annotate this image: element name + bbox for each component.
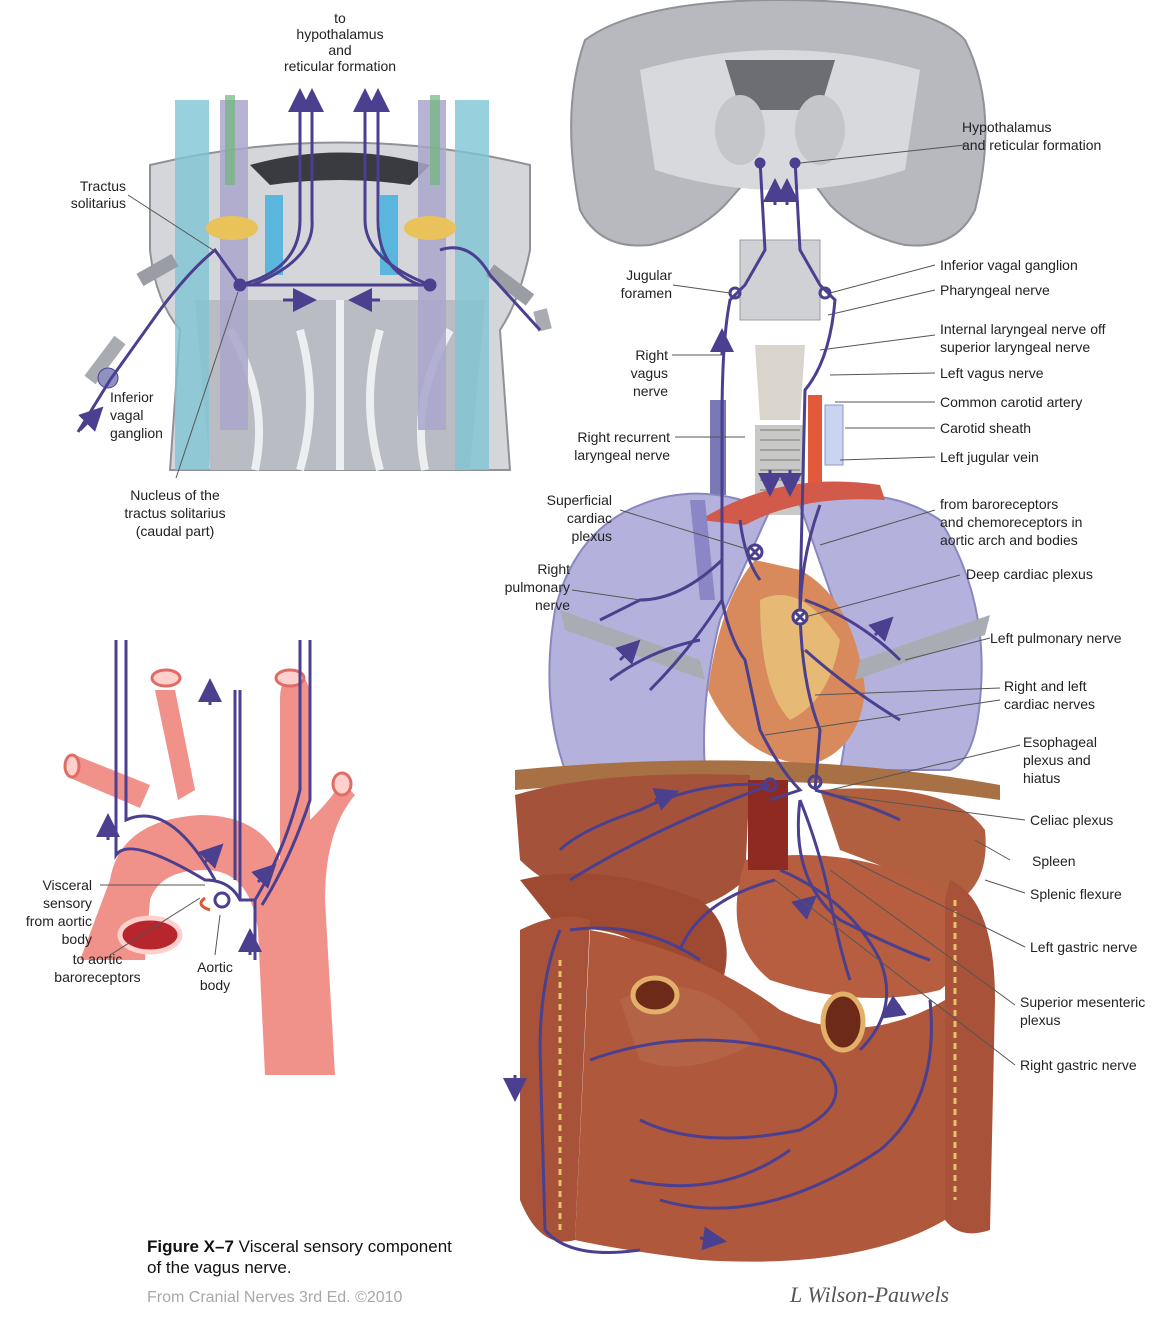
label-visceral-sensory: Visceral sensory from aortic body — [8, 876, 92, 948]
figure-caption: Figure X–7 Visceral sensory component of… — [147, 1236, 452, 1278]
label-internal-laryngeal-nerve: Internal laryngeal nerve off superior la… — [940, 320, 1170, 356]
label-tractus-solitarius: Tractus solitarius — [48, 178, 126, 212]
label-hypothalamus: Hypothalamus and reticular formation — [962, 118, 1167, 154]
label-nucleus-tractus-solitarius: Nucleus of the tractus solitarius (cauda… — [100, 486, 250, 540]
label-to-aortic-baroreceptors: to aortic baroreceptors — [30, 950, 165, 986]
label-spleen: Spleen — [1032, 852, 1170, 870]
label-common-carotid-artery: Common carotid artery — [940, 393, 1170, 411]
label-inferior-vagal-ganglion: Inferior vagal ganglion — [940, 256, 1170, 274]
label-splenic-flexure: Splenic flexure — [1030, 885, 1170, 903]
label-left-jugular-vein: Left jugular vein — [940, 448, 1170, 466]
figure-number: Figure X–7 — [147, 1237, 234, 1256]
label-right-recurrent-laryngeal: Right recurrent laryngeal nerve — [520, 428, 670, 464]
abdomen — [515, 760, 1000, 1261]
label-superior-mesenteric-plexus: Superior mesenteric plexus — [1020, 993, 1170, 1029]
label-right-vagus-nerve: Right vagus nerve — [560, 346, 668, 400]
label-baroreceptors-chemoreceptors: from baroreceptors and chemoreceptors in… — [940, 495, 1170, 549]
label-jugular-foramen: Jugular foramen — [560, 266, 672, 302]
thorax — [549, 482, 990, 770]
label-pharyngeal-nerve: Pharyngeal nerve — [940, 281, 1170, 299]
label-inferior-vagal-ganglion-brainstem: Inferior vagal ganglion — [110, 388, 190, 442]
label-cardiac-nerves: Right and left cardiac nerves — [1004, 677, 1169, 713]
label-esophageal-plexus: Esophageal plexus and hiatus — [1023, 733, 1168, 787]
label-right-gastric-nerve: Right gastric nerve — [1020, 1056, 1170, 1074]
label-aortic-body: Aortic body — [185, 958, 245, 994]
label-superficial-cardiac-plexus: Superficial cardiac plexus — [500, 491, 612, 545]
label-left-pulmonary-nerve: Left pulmonary nerve — [990, 629, 1170, 647]
artist-signature: L Wilson-Pauwels — [790, 1282, 949, 1308]
label-left-gastric-nerve: Left gastric nerve — [1030, 938, 1170, 956]
label-to-hypothalamus: to hypothalamus and reticular formation — [270, 10, 410, 74]
label-deep-cardiac-plexus: Deep cardiac plexus — [966, 565, 1166, 583]
label-right-pulmonary-nerve: Right pulmonary nerve — [470, 560, 570, 614]
credit-line: From Cranial Nerves 3rd Ed. ©2010 — [147, 1289, 402, 1307]
label-carotid-sheath: Carotid sheath — [940, 419, 1170, 437]
label-left-vagus-nerve: Left vagus nerve — [940, 364, 1170, 382]
label-celiac-plexus: Celiac plexus — [1030, 811, 1170, 829]
